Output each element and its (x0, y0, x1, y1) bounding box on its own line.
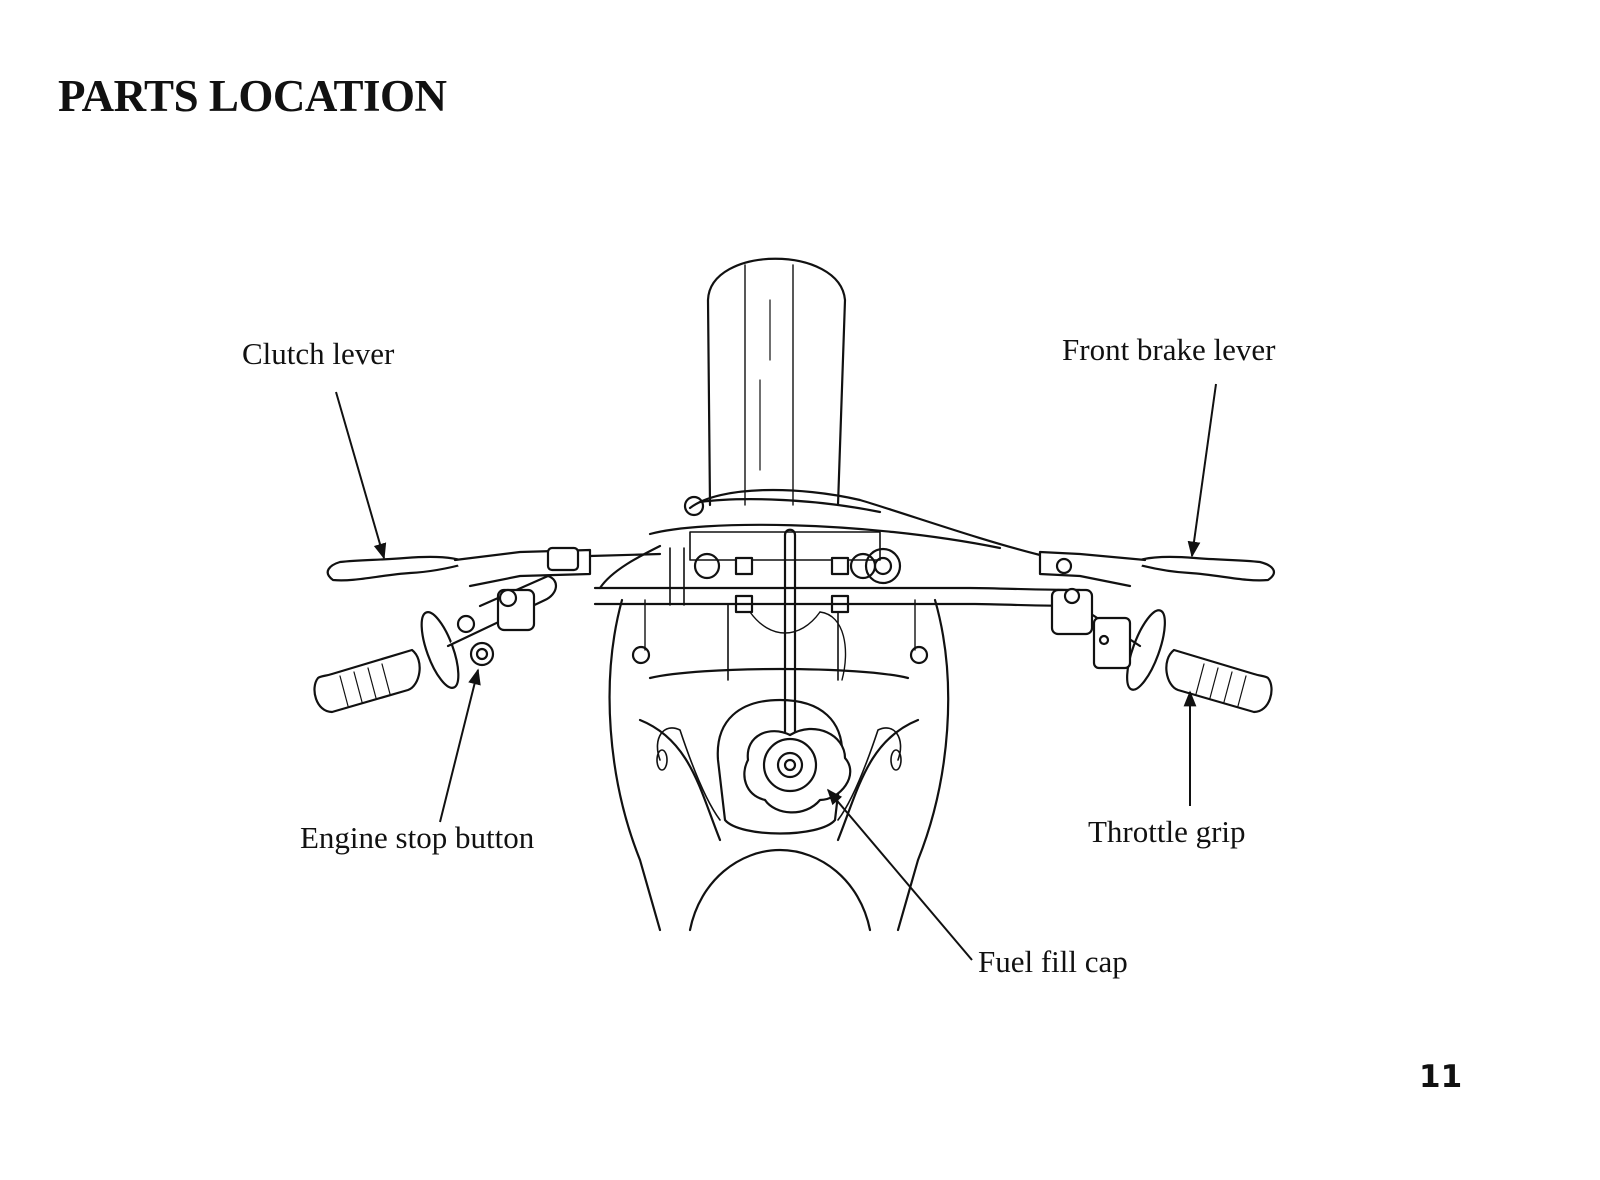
front-brake-lever-leader (1187, 383, 1217, 558)
clutch-lever-leader (335, 391, 387, 560)
engine-stop-button (456, 614, 495, 667)
fuel-tank (608, 598, 662, 932)
clutch-lever-shape (326, 555, 470, 582)
clutch-lever-label: Clutch lever (242, 336, 395, 371)
fuel-fill-cap-label: Fuel fill cap (978, 944, 1128, 979)
fuel-fill-cap-leader (826, 788, 973, 961)
throttle-grip-label: Throttle grip (1088, 814, 1246, 849)
right-grip (1050, 587, 1273, 714)
front-brake-lever-shape (1130, 555, 1275, 582)
front-brake-lever-label: Front brake lever (1062, 332, 1276, 367)
page-title: PARTS LOCATION (58, 71, 447, 121)
engine-stop-button-label: Engine stop button (300, 820, 535, 855)
engine-stop-button-leader (439, 668, 481, 823)
front-fender (706, 257, 847, 507)
left-grip (313, 574, 557, 714)
handlebar (593, 586, 1082, 592)
page-number: 11 (1419, 1059, 1463, 1095)
fuel-fill-cap (743, 727, 852, 814)
